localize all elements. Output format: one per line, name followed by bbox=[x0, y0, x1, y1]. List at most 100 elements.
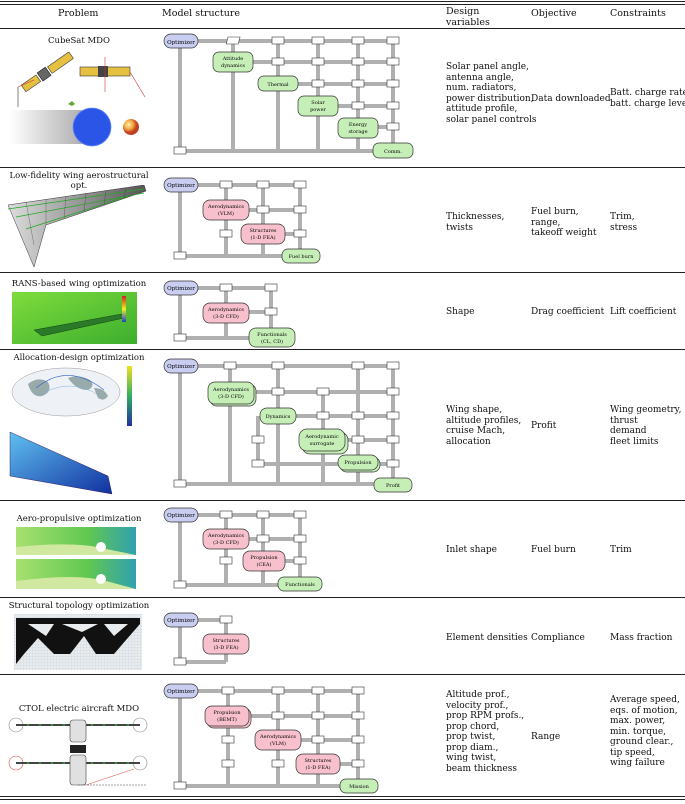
svg-text:(1-D FEA): (1-D FEA) bbox=[305, 764, 330, 771]
aeroprop-model-structure: Optimizer Aerodynamics (3-D CFD) Propuls… bbox=[163, 507, 323, 592]
design-variables: Element densities bbox=[446, 633, 528, 643]
block-comm: Comm. bbox=[384, 149, 402, 155]
block-aerodynamics: Aerodynamics bbox=[259, 734, 296, 740]
optimizer-block bbox=[163, 33, 199, 49]
row-problem-title: CubeSat MDO bbox=[48, 36, 110, 46]
block-structures: Structures bbox=[250, 228, 277, 234]
row-separator bbox=[0, 167, 685, 168]
svg-text:(VLM): (VLM) bbox=[218, 210, 234, 217]
block-attitude: Attitude bbox=[222, 56, 244, 62]
block-aerodynamics: Aerodynamics bbox=[207, 533, 244, 539]
header-design-variables: Design variables bbox=[446, 6, 490, 28]
objective: Range bbox=[531, 732, 561, 742]
svg-text:(VLM): (VLM) bbox=[270, 740, 286, 747]
row-separator bbox=[0, 500, 685, 501]
wing-mesh-figure bbox=[7, 185, 147, 268]
block-surrogate: Aerodynamic bbox=[304, 434, 339, 440]
design-variables: Inlet shape bbox=[446, 545, 497, 555]
constraints: Batt. charge rate,batt. charge level bbox=[610, 88, 685, 109]
ctol-model-structure: Optimizer Propulsion (BEMT) Aerodynamics… bbox=[163, 683, 379, 794]
allocation-figure bbox=[9, 366, 132, 495]
rans-model-structure: Optimizer Aerodynamics (3-D CFD) Functio… bbox=[163, 280, 296, 348]
block-aerodynamics: Aerodynamics bbox=[207, 204, 244, 210]
aeroprop-figure bbox=[16, 527, 136, 589]
svg-text:(CEA): (CEA) bbox=[257, 561, 272, 568]
constraints: Trim bbox=[610, 545, 632, 555]
header-problem: Problem bbox=[58, 8, 99, 19]
optimizer-label: Optimizer bbox=[167, 286, 195, 292]
design-variables: Altitude prof.,velocity prof.,prop RPM p… bbox=[446, 690, 525, 774]
block-profit: Profit bbox=[386, 483, 400, 489]
topology-figure bbox=[14, 614, 142, 670]
block-aerodynamics: Aerodynamics bbox=[212, 387, 249, 393]
rans-figure bbox=[12, 292, 137, 344]
row-separator bbox=[0, 349, 685, 350]
svg-text:(3-D CFD): (3-D CFD) bbox=[213, 313, 239, 320]
svg-text:(BEMT): (BEMT) bbox=[217, 716, 237, 723]
svg-text:(3-D CFD): (3-D CFD) bbox=[213, 539, 239, 546]
objective: Data downloaded bbox=[531, 94, 611, 104]
block-functionals: Functionals bbox=[285, 582, 315, 588]
block-dynamics: Dynamics bbox=[266, 414, 291, 420]
objective: Compliance bbox=[531, 633, 585, 643]
svg-text:power: power bbox=[310, 107, 326, 113]
objective: Profit bbox=[531, 421, 557, 431]
optimizer-label: Optimizer bbox=[167, 513, 195, 519]
svg-text:surrogate: surrogate bbox=[310, 441, 335, 447]
row-problem-title: Low-fidelity wing aerostructural opt. bbox=[9, 171, 149, 191]
row-problem-title: Allocation-design optimization bbox=[13, 353, 145, 363]
svg-text:dynamics: dynamics bbox=[221, 63, 245, 69]
block-thermal: Thermal bbox=[267, 82, 289, 88]
svg-text:(CL, CD): (CL, CD) bbox=[261, 338, 283, 345]
wing-model-structure: Optimizer Aerodynamics (VLM) Structures … bbox=[163, 177, 321, 264]
cubesat-figure bbox=[10, 52, 146, 147]
objective: Fuel burn,range,takeoff weight bbox=[531, 207, 597, 238]
top-rule bbox=[0, 1, 685, 2]
row-problem-title: Structural topology optimization bbox=[8, 601, 150, 611]
block-structures: Structures bbox=[305, 758, 332, 764]
block-aerodynamics: Aerodynamics bbox=[207, 307, 244, 313]
design-variables: Thicknesses,twists bbox=[446, 212, 505, 233]
svg-text:storage: storage bbox=[348, 129, 367, 135]
block-propulsion: Propulsion bbox=[250, 555, 278, 561]
svg-text:(1-D FEA): (1-D FEA) bbox=[250, 234, 275, 241]
bottom-rule-2 bbox=[0, 799, 685, 800]
design-variables: Wing shape,altitude profiles,cruise Mach… bbox=[446, 405, 522, 447]
row-problem-title: RANS-based wing optimization bbox=[11, 279, 147, 289]
block-energy: Energy bbox=[349, 122, 367, 128]
row-separator bbox=[0, 272, 685, 273]
constraints: Average speed,eqs. of motion,max. power,… bbox=[610, 695, 680, 768]
top-rule-2 bbox=[0, 4, 685, 5]
optimizer-label: Optimizer bbox=[167, 183, 195, 189]
block-structures: Structures bbox=[213, 638, 240, 644]
design-variables: Shape bbox=[446, 307, 475, 317]
design-variables: Solar panel angle,antenna angle,num. rad… bbox=[446, 62, 537, 125]
svg-text:(3-D CFD): (3-D CFD) bbox=[218, 393, 244, 400]
bottom-rule bbox=[0, 796, 685, 797]
row-separator bbox=[0, 674, 685, 675]
cubesat-model-structure: Optimizer Attitude dynamics Thermal Sola… bbox=[163, 33, 414, 159]
block-fuel-burn: Fuel burn bbox=[289, 254, 315, 260]
topology-model-structure: Optimizer Structures (3-D FEA) bbox=[163, 612, 250, 666]
ctol-figure bbox=[8, 717, 148, 786]
optimizer-label: Optimizer bbox=[167, 689, 195, 695]
header-objective: Objective bbox=[531, 8, 577, 19]
objective: Drag coefficient bbox=[531, 307, 605, 317]
constraints: Lift coefficient bbox=[610, 307, 677, 317]
optimizer-label: Optimizer bbox=[167, 364, 195, 370]
header-constraints: Constraints bbox=[610, 8, 666, 19]
objective: Fuel burn bbox=[531, 545, 576, 555]
block-solar: Solar bbox=[311, 100, 325, 106]
allocation-model-structure: Optimizer Aerodynamics (3-D CFD) Dynamic… bbox=[163, 358, 413, 493]
block-propulsion: Propulsion bbox=[213, 710, 241, 716]
svg-text:(3-D FEA): (3-D FEA) bbox=[213, 644, 238, 651]
block-propulsion: Propulsion bbox=[344, 460, 372, 466]
constraints: Trim,stress bbox=[610, 212, 638, 233]
row-problem-title: Aero-propulsive optimization bbox=[16, 514, 142, 524]
constraints: Mass fraction bbox=[610, 633, 673, 643]
header-model-structure: Model structure bbox=[162, 8, 240, 19]
row-separator bbox=[0, 597, 685, 598]
optimizer-label: Optimizer bbox=[167, 618, 195, 624]
